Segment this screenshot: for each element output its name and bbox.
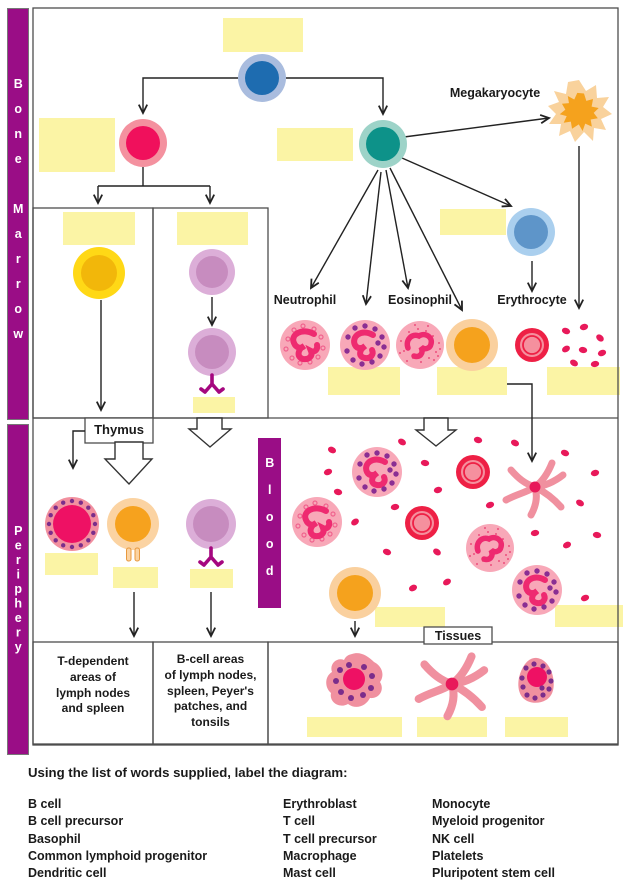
b-cell-marrow-cell	[188, 328, 236, 394]
eosinophil-blood	[466, 524, 514, 572]
blank-label-mast-cell[interactable]	[505, 717, 568, 737]
blank-label-b-cell-precursor[interactable]	[177, 212, 248, 245]
word-item: T cell	[283, 814, 315, 829]
blank-label-b-cell-marrow[interactable]	[193, 397, 235, 413]
word-list-column-1: B cell B cell precursor Basophil Common …	[28, 796, 207, 882]
blood-outline-arrow	[414, 417, 458, 447]
word-item: Macrophage	[283, 848, 357, 863]
myeloid-progenitor-cell	[359, 120, 407, 168]
word-item: Mast cell	[283, 866, 336, 881]
blank-label-monocyte[interactable]	[437, 367, 507, 395]
blank-label-blood-basophil[interactable]	[555, 605, 623, 627]
word-item: Platelets	[432, 848, 484, 863]
word-list-column-2: Erythroblast T cell T cell precursor Mac…	[283, 796, 377, 882]
instruction-text: Using the list of words supplied, label …	[28, 765, 348, 780]
word-item: Dendritic cell	[28, 866, 107, 881]
b-cell-precursor-cell	[189, 249, 235, 295]
blank-label-dendritic-cell[interactable]	[417, 717, 487, 737]
word-item: Monocyte	[432, 797, 491, 811]
antibody-receptor-icon	[198, 546, 224, 567]
tissues-tab	[423, 626, 493, 645]
word-item: B cell	[28, 797, 62, 811]
dendritic-cell-blood	[506, 463, 563, 515]
erythrocyte-label: Erythrocyte	[497, 293, 567, 307]
word-item: B cell precursor	[28, 814, 124, 829]
section-borders	[32, 7, 619, 746]
neutrophil-cell	[280, 320, 330, 370]
word-item: Pluripotent stem cell	[432, 866, 555, 881]
blank-label-common-lymphoid-progenitor[interactable]	[39, 118, 115, 172]
megakaryocyte-label: Megakaryocyte	[449, 86, 541, 100]
periphery-label: Periphery	[11, 524, 26, 655]
erythrocyte-cell	[514, 327, 550, 363]
monocyte-blood	[329, 567, 381, 619]
pluripotent-stem-cell	[238, 54, 286, 102]
erythrocyte-blood-1	[455, 454, 491, 490]
blank-label-b-cell[interactable]	[190, 569, 233, 588]
blank-label-macrophage[interactable]	[307, 717, 402, 737]
basophil-blood-2	[512, 565, 562, 615]
tissues-label: Tissues	[434, 629, 482, 643]
diagram-canvas	[32, 7, 619, 746]
basophil-blood-1	[352, 447, 402, 497]
platelets-cluster	[560, 322, 608, 368]
erythroblast-cell	[507, 208, 555, 256]
word-item: Basophil	[28, 831, 81, 846]
bone-marrow-label: Bone Marrow	[11, 76, 26, 352]
word-item: Erythroblast	[283, 797, 357, 811]
blank-label-basophil[interactable]	[328, 367, 400, 395]
word-item: Common lymphoid progenitor	[28, 848, 208, 863]
t-dependent-area-box: T-dependent areas of lymph nodes and spl…	[55, 654, 130, 716]
thymus-outline-arrow	[103, 441, 154, 486]
antibody-receptor-icon	[199, 373, 225, 394]
erythrocyte-blood-2	[404, 505, 440, 541]
blank-label-t-cell-precursor[interactable]	[63, 212, 135, 245]
outline-arrows	[103, 417, 458, 486]
blood-bar: Blood	[258, 438, 281, 608]
blank-label-nk-cell[interactable]	[45, 553, 98, 575]
neutrophil-blood	[292, 497, 342, 547]
lymphoid-progenitor-cell	[119, 119, 167, 167]
dendritic-cell-tissue	[419, 656, 485, 716]
nk-cell	[45, 497, 99, 551]
word-item: T cell precursor	[283, 831, 377, 846]
megakaryocyte-cell	[548, 80, 612, 142]
blank-label-t-cell[interactable]	[113, 567, 158, 588]
basophil-cell	[340, 320, 390, 370]
blood-label: Blood	[262, 455, 277, 591]
monocyte-cell	[446, 319, 498, 371]
blank-label-blood-monocyte[interactable]	[375, 607, 445, 627]
tcr-receptor-icon	[126, 547, 140, 562]
periphery-bar: Periphery	[7, 424, 29, 755]
blank-label-pluripotent-stem-cell[interactable]	[223, 18, 303, 52]
mast-cell	[518, 657, 554, 703]
blank-label-platelets[interactable]	[547, 367, 620, 395]
eosinophil-label: Eosinophil	[388, 293, 452, 307]
blank-label-myeloid-progenitor[interactable]	[277, 128, 353, 161]
b-cell	[186, 499, 236, 567]
lineage-arrows	[73, 77, 579, 636]
b-cell-area-box: B-cell areas of lymph nodes, spleen, Pey…	[164, 652, 257, 730]
word-item: Myeloid progenitor	[432, 814, 545, 829]
word-item: NK cell	[432, 831, 475, 846]
word-list-column-3: Monocyte Myeloid progenitor NK cell Plat…	[432, 796, 555, 882]
blank-label-erythroblast[interactable]	[440, 209, 506, 235]
b-cell-outline-arrow	[187, 417, 233, 448]
thymus-label: Thymus	[94, 422, 144, 437]
t-cell	[107, 498, 159, 562]
neutrophil-label: Neutrophil	[273, 293, 337, 307]
macrophage-cell	[326, 653, 383, 707]
eosinophil-cell	[396, 321, 444, 369]
bone-marrow-bar: Bone Marrow	[7, 8, 29, 420]
t-cell-precursor-cell	[73, 247, 125, 299]
